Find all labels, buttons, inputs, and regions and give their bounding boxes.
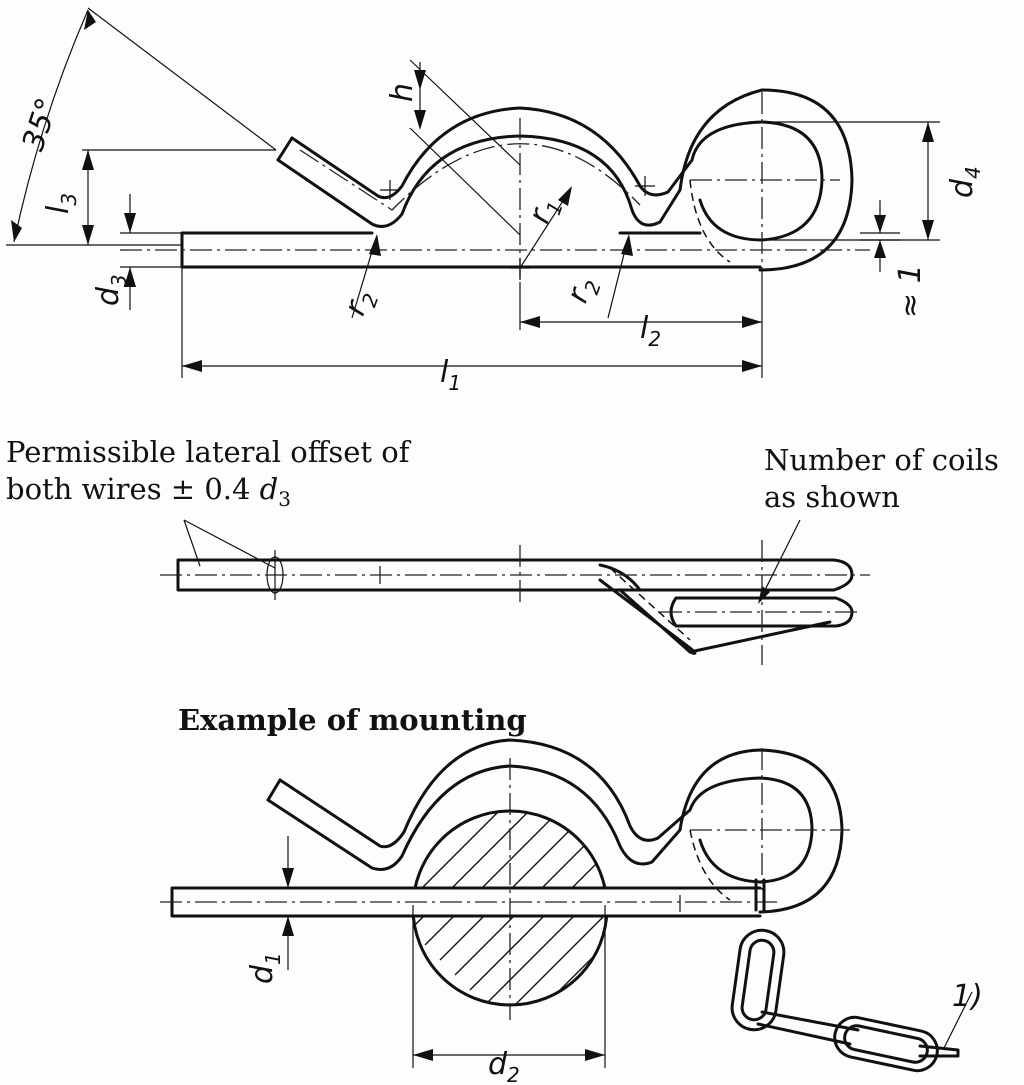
d3-label: d3 bbox=[91, 274, 131, 306]
footnote-marker: 1) bbox=[952, 979, 983, 1014]
l2-label: l2 bbox=[640, 311, 661, 351]
angle-label: 35° bbox=[16, 94, 66, 155]
l3-label: l3 bbox=[41, 193, 81, 214]
h-label: h bbox=[385, 83, 420, 102]
mounting-example bbox=[160, 738, 973, 1073]
d1-label: d1 bbox=[245, 952, 285, 984]
l1-label: l1 bbox=[440, 355, 461, 395]
coils-note-line2: as shown bbox=[764, 480, 900, 514]
coils-note: Number of coils as shown bbox=[764, 442, 999, 516]
spring-cotter-plan bbox=[160, 519, 870, 665]
r2-right-label: r2 bbox=[560, 272, 606, 309]
offset-note: Permissible lateral offset of both wires… bbox=[6, 434, 409, 518]
offset-note-line2: both wires ± 0.4 d3 bbox=[6, 472, 291, 511]
offset-note-line1: Permissible lateral offset of bbox=[6, 435, 410, 469]
approx-one-label: ≈ 1 bbox=[893, 264, 928, 318]
dimension-lines-top bbox=[6, 7, 940, 378]
chain bbox=[730, 878, 960, 1073]
r2-left-label: r2 bbox=[337, 285, 383, 322]
d4-label: d4 bbox=[945, 166, 985, 198]
bent-leg-outer bbox=[276, 88, 854, 272]
mounting-title: Example of mounting bbox=[178, 703, 527, 737]
bent-leg-inner bbox=[290, 106, 824, 242]
d2-label: d2 bbox=[488, 1047, 520, 1085]
coils-note-line1: Number of coils bbox=[764, 443, 999, 477]
spring-cotter-elevation bbox=[120, 88, 870, 282]
